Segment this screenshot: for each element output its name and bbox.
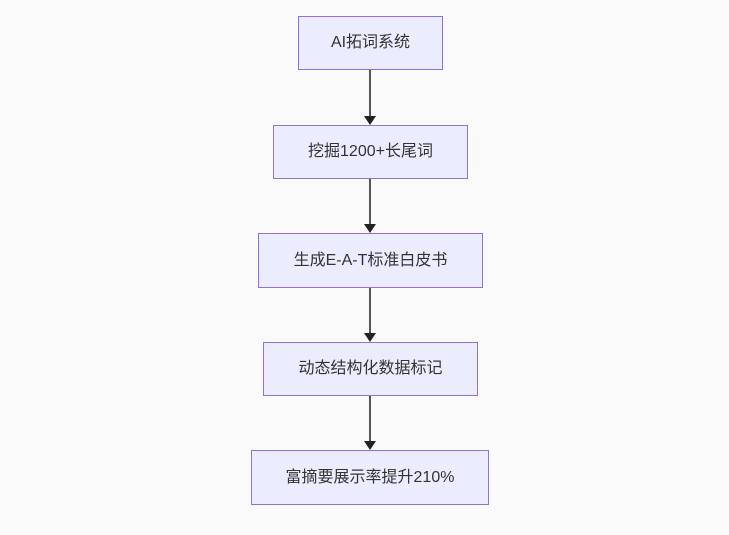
arrow-down-icon bbox=[362, 70, 378, 125]
flow-node-label: 挖掘1200+长尾词 bbox=[308, 143, 433, 161]
arrow-head-icon bbox=[364, 116, 376, 125]
flow-node-structured-data: 动态结构化数据标记 bbox=[263, 342, 478, 396]
arrow-head-icon bbox=[364, 333, 376, 342]
arrow-down-icon bbox=[362, 179, 378, 233]
arrow-down-icon bbox=[362, 288, 378, 342]
arrow-head-icon bbox=[364, 441, 376, 450]
flow-node-label: 动态结构化数据标记 bbox=[298, 360, 443, 378]
flow-node-ai-expansion: AI拓词系统 bbox=[298, 16, 443, 70]
flow-node-longtail-mining: 挖掘1200+长尾词 bbox=[273, 125, 468, 179]
flow-node-rich-snippet-result: 富摘要展示率提升210% bbox=[251, 450, 489, 505]
flow-node-label: 富摘要展示率提升210% bbox=[285, 468, 455, 486]
arrow-head-icon bbox=[364, 224, 376, 233]
arrow-down-icon bbox=[362, 396, 378, 450]
arrow-line bbox=[369, 396, 371, 441]
flow-node-eat-whitepaper: 生成E-A-T标准白皮书 bbox=[258, 233, 483, 288]
arrow-line bbox=[369, 179, 371, 224]
arrow-line bbox=[369, 70, 371, 116]
arrow-line bbox=[369, 288, 371, 333]
flow-node-label: AI拓词系统 bbox=[330, 34, 411, 52]
flow-node-label: 生成E-A-T标准白皮书 bbox=[293, 251, 448, 269]
